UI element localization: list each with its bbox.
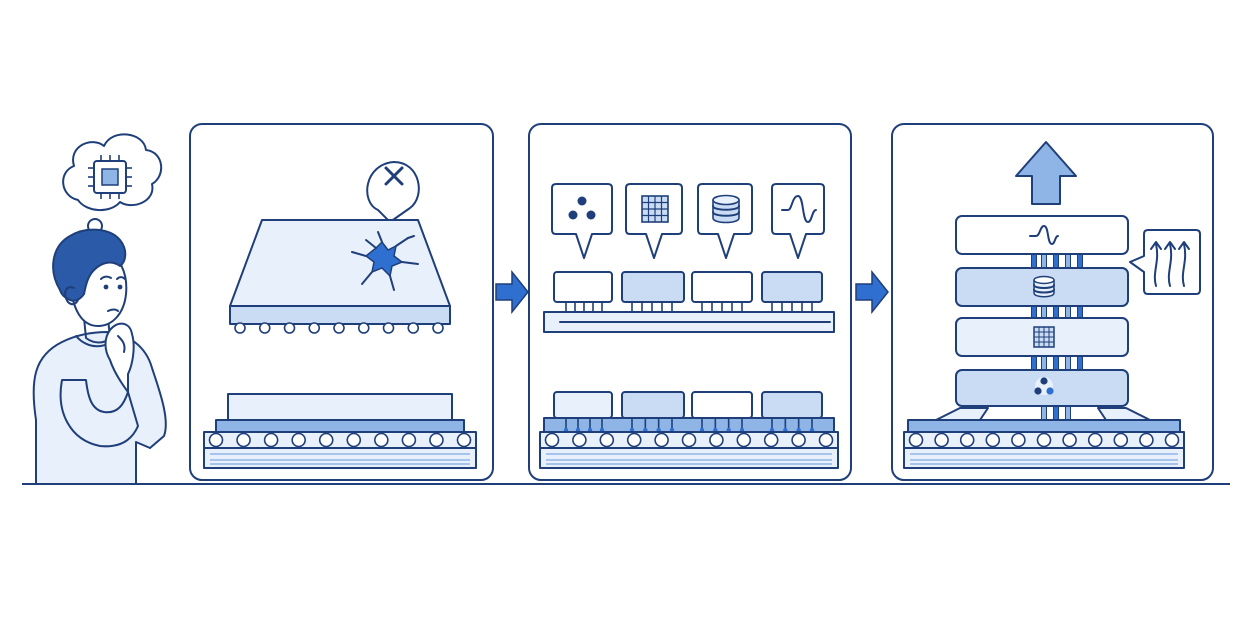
solder-ball <box>429 432 444 448</box>
solder-ball <box>333 322 345 334</box>
solder-ball <box>357 322 370 334</box>
solder-ball <box>1113 432 1129 448</box>
solder-ball <box>263 432 279 448</box>
solder-ball <box>1011 432 1026 448</box>
package-solder-balls <box>208 432 472 448</box>
panel-chiplets <box>528 123 852 481</box>
solder-ball <box>234 322 246 334</box>
person-hair <box>52 228 127 302</box>
solder-ball <box>572 432 587 448</box>
arrow-right-icon <box>495 269 529 315</box>
panel-monolithic-die <box>189 123 494 481</box>
solder-ball <box>736 432 752 448</box>
solder-ball <box>401 432 417 448</box>
solder-ball <box>985 432 1001 448</box>
chip-icon <box>88 155 132 199</box>
callout-compute <box>551 183 613 259</box>
stack-layer-storage <box>955 267 1129 307</box>
crack-mark <box>351 231 419 291</box>
stack-layer-analog <box>955 215 1129 255</box>
database-icon <box>712 194 740 224</box>
person-hand <box>104 322 135 393</box>
cracked-die <box>229 219 451 325</box>
solder-ball <box>681 432 697 448</box>
up-arrow-icon <box>1015 141 1077 205</box>
solder-ball <box>654 432 669 448</box>
solder-ball <box>382 322 395 334</box>
thinking-person <box>32 133 167 485</box>
solder-ball <box>1164 432 1180 448</box>
arrow-right-icon <box>855 269 889 315</box>
solder-ball <box>934 432 949 448</box>
stack-layer-memory-array <box>955 317 1129 357</box>
wave-icon <box>781 195 817 223</box>
solder-ball <box>959 432 975 448</box>
cross-icon <box>384 166 404 186</box>
solder-ball <box>1139 432 1154 448</box>
solder-ball <box>763 432 779 448</box>
solder-ball <box>308 322 321 334</box>
solder-ball <box>374 432 389 448</box>
error-bubble <box>366 161 420 223</box>
solder-ball <box>544 432 560 448</box>
solder-ball <box>599 432 615 448</box>
callout-analog <box>771 183 825 259</box>
solder-ball <box>291 432 306 448</box>
grid-icon <box>1033 326 1055 348</box>
solder-ball <box>283 322 296 334</box>
chiplet-row-upper <box>543 271 835 333</box>
solder-ball <box>709 432 724 448</box>
solder-ball <box>791 432 806 448</box>
solder-ball <box>818 432 834 448</box>
solder-ball <box>236 432 251 448</box>
solder-ball <box>1087 432 1103 448</box>
solder-ball <box>407 322 420 334</box>
package-solder-balls <box>908 432 1180 448</box>
solder-ball <box>456 432 472 448</box>
wave-icon <box>1029 225 1059 245</box>
callout-heat <box>1129 229 1201 295</box>
solder-ball <box>1062 432 1077 448</box>
grid-icon <box>641 195 669 223</box>
solder-ball <box>1036 432 1052 448</box>
person-torso <box>32 331 167 485</box>
dots-icon <box>1034 377 1054 395</box>
solder-ball <box>908 432 924 448</box>
solder-ball <box>318 432 334 448</box>
solder-ball <box>346 432 362 448</box>
package-stack <box>903 419 1185 469</box>
solder-ball <box>258 322 271 334</box>
package-stack <box>203 393 477 469</box>
callout-memory-array <box>625 183 683 259</box>
thought-bubble <box>62 133 162 246</box>
solder-ball <box>626 432 642 448</box>
solder-ball <box>208 432 224 448</box>
solder-ball <box>432 322 444 334</box>
package-solder-balls <box>544 432 834 448</box>
database-icon <box>1033 275 1055 298</box>
stack-layer-compute <box>955 369 1129 407</box>
panel-3d-stack <box>891 123 1214 481</box>
heat-arrows-icon <box>1150 241 1190 287</box>
dots-icon <box>568 196 596 220</box>
chiplet-package-lower <box>539 391 839 469</box>
callout-storage <box>697 183 753 259</box>
die-solder-bumps <box>234 322 444 334</box>
person-arm <box>59 379 139 448</box>
